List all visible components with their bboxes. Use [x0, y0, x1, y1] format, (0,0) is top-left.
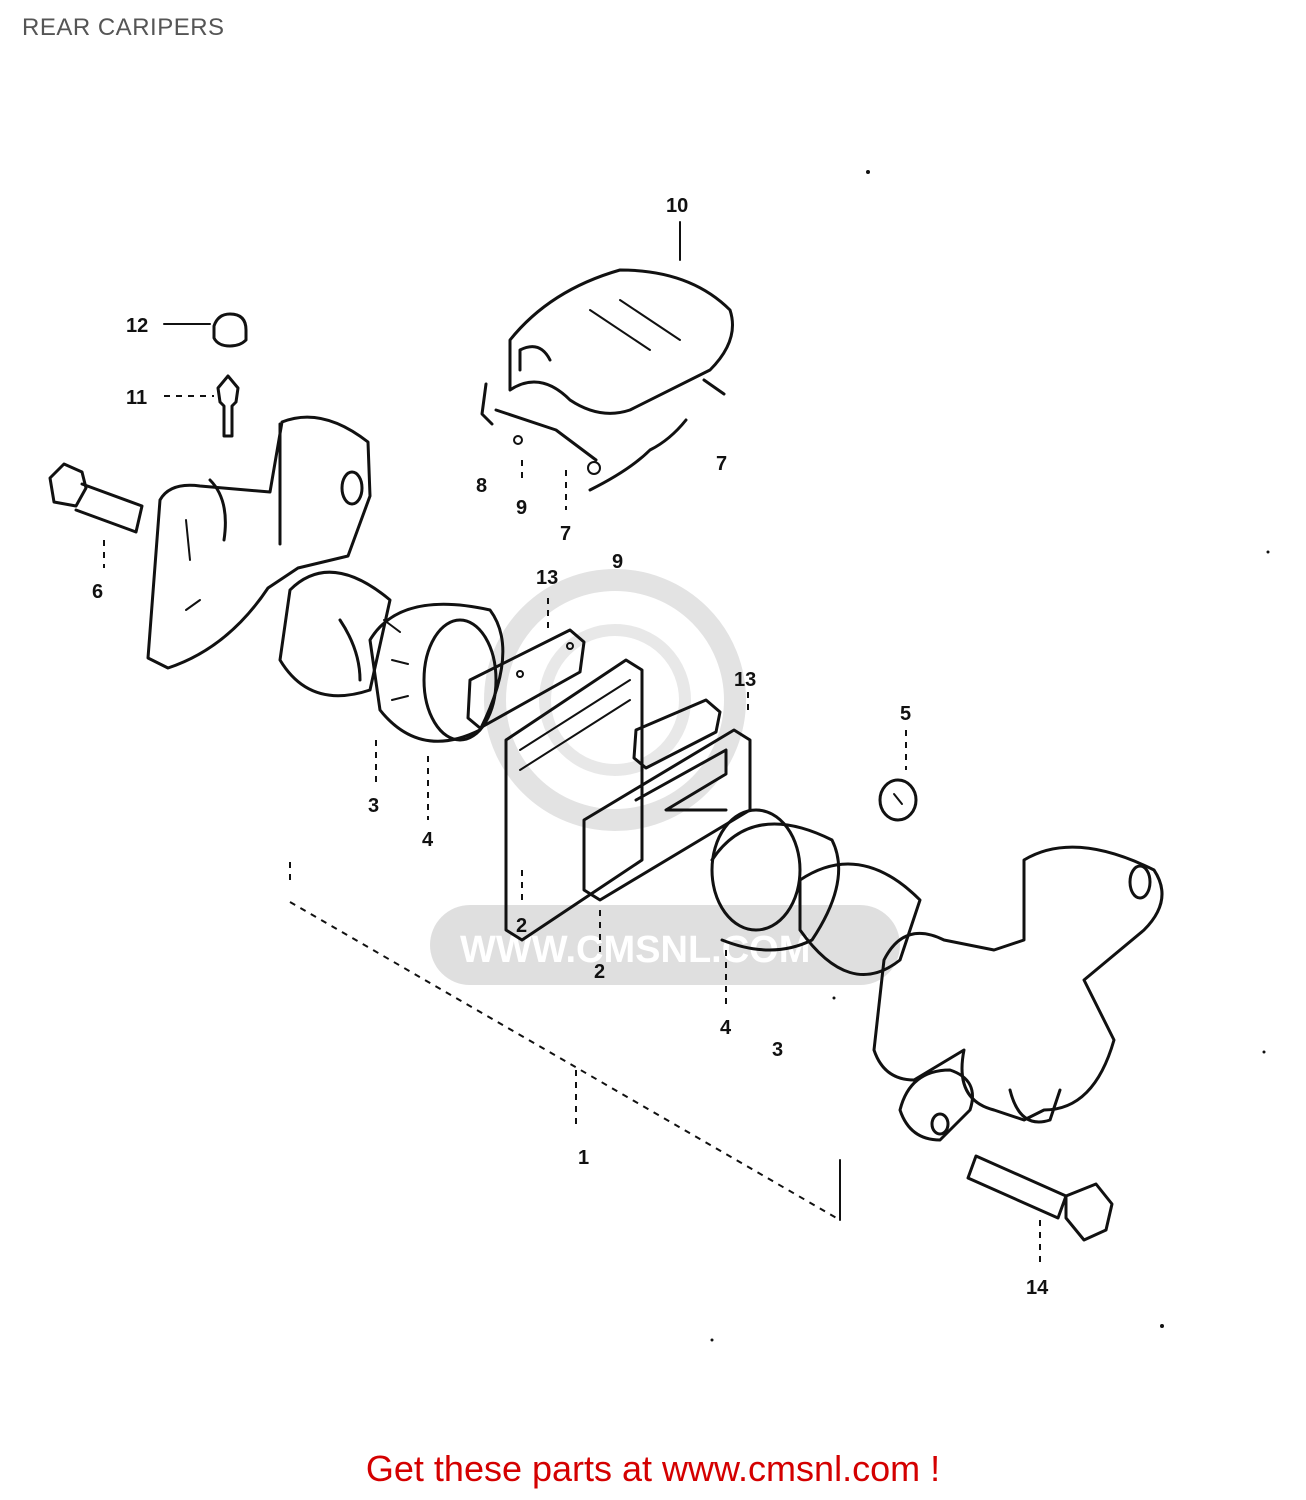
callout-11: 11: [126, 387, 147, 409]
caliper-bolt-right: [966, 1154, 1114, 1242]
callout-9-lower: 9: [612, 551, 623, 573]
callout-3-left: 3: [368, 795, 379, 817]
pad-pins-clips: [480, 378, 726, 492]
callout-2-right: 2: [594, 961, 605, 983]
bleeder-valve: [216, 374, 240, 438]
callout-5: 5: [900, 703, 911, 725]
shop-link[interactable]: Get these parts at www.cmsnl.com !: [365, 1448, 941, 1489]
page-title: REAR CARIPERS: [22, 14, 225, 41]
callout-12: 12: [126, 315, 148, 337]
callout-9-upper: 9: [516, 497, 527, 519]
callout-10: 10: [666, 195, 688, 217]
callout-13-right: 13: [734, 669, 756, 691]
caliper-body-left: [146, 415, 372, 670]
callout-14: 14: [1026, 1277, 1049, 1299]
callout-7-right: 7: [716, 453, 727, 475]
callout-6: 6: [92, 581, 103, 603]
assembly-bracket: [289, 858, 841, 1221]
caliper-body-right: [872, 845, 1164, 1142]
piston-left: [278, 570, 392, 698]
callout-13-left: 13: [536, 567, 558, 589]
callout-1: 1: [578, 1147, 589, 1169]
piston-right: [798, 862, 922, 976]
callout-2-left: 2: [516, 915, 527, 937]
callout-4-left: 4: [422, 829, 434, 851]
callout-8: 8: [476, 475, 487, 497]
pad-shim-left: [466, 628, 586, 730]
callout-7-left: 7: [560, 523, 571, 545]
callout-4-right: 4: [720, 1017, 732, 1039]
caliper-bolt-left: [48, 462, 144, 534]
dust-washer: [878, 778, 918, 822]
bleeder-cap: [212, 312, 248, 348]
pad-shim-right: [632, 698, 722, 770]
callout-3-right: 3: [772, 1039, 783, 1061]
brake-pad-left: [504, 658, 644, 942]
pad-spring: [508, 268, 734, 415]
exploded-parts-diagram: WWW.CMSNL.COM: [48, 170, 1270, 1342]
piston-seal-right: [710, 808, 841, 952]
